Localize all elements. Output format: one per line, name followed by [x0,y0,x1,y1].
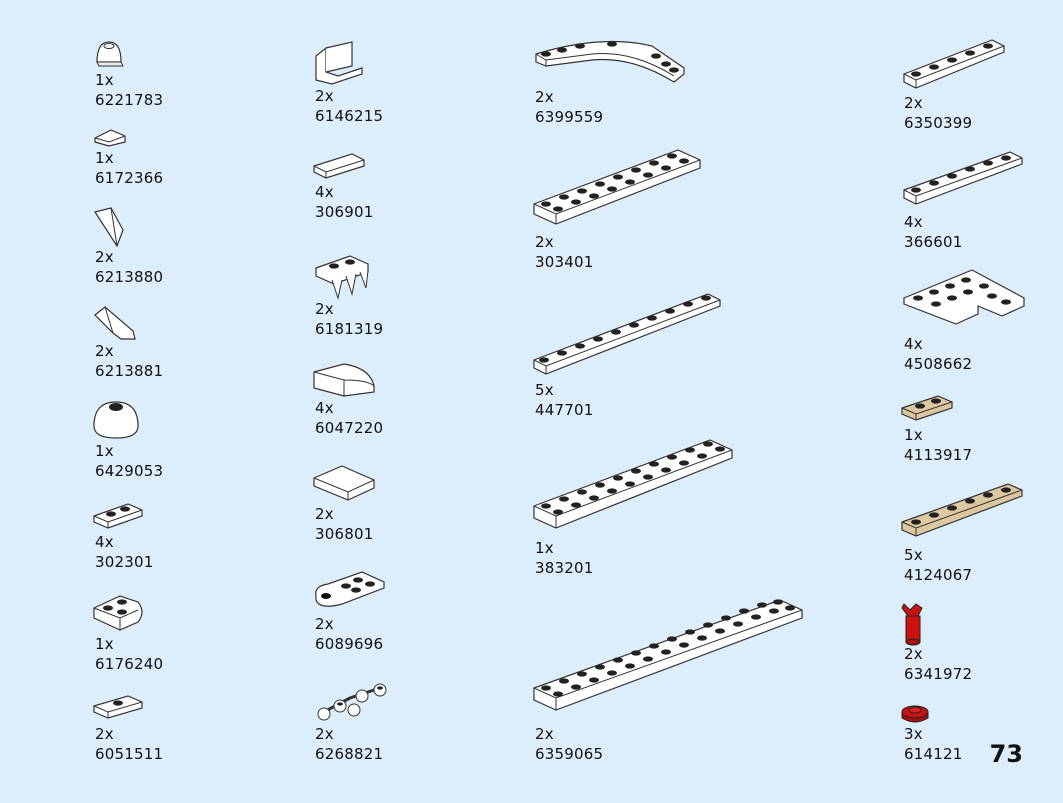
page-number: 73 [989,740,1023,768]
part-quantity: 1x [904,426,923,444]
part-number: 6176240 [95,655,164,673]
tan-plate-1x2-icon [901,395,953,421]
wing-slope-right-icon [94,306,136,340]
part-quantity: 2x [904,94,923,112]
part-quantity: 1x [95,635,114,653]
part-number: 6047220 [315,419,384,437]
part-number: 6213880 [95,268,164,286]
plate-2x10-icon [533,439,733,529]
part-quantity: 2x [95,248,114,266]
red-clip-bar-icon [901,603,923,646]
wing-slope-left-icon [94,207,124,248]
part-number: 4124067 [904,566,973,584]
part-number: 6051511 [95,745,164,763]
part-number: 6429053 [95,462,164,480]
plate-1x6-icon [903,39,1005,89]
wedge-tile-icon [94,129,126,147]
part-quantity: 2x [315,725,334,743]
part-number: 6213881 [95,362,164,380]
plate-with-hole-icon [315,571,385,607]
part-quantity: 2x [904,645,923,663]
part-number: 6172366 [95,169,164,187]
part-quantity: 4x [904,335,923,353]
part-number: 6089696 [315,635,384,653]
part-number: 614121 [904,745,963,763]
part-quantity: 2x [95,725,114,743]
part-number: 6341972 [904,665,973,683]
part-quantity: 2x [535,88,554,106]
part-quantity: 2x [535,725,554,743]
part-quantity: 2x [315,505,334,523]
part-number: 6399559 [535,108,604,126]
part-number: 4508662 [904,355,973,373]
plate-1x2-icon [93,503,143,529]
part-quantity: 4x [904,213,923,231]
part-number: 306901 [315,203,374,221]
bracket-icon [315,41,363,85]
part-quantity: 4x [315,183,334,201]
part-number: 6350399 [904,114,973,132]
part-number: 6268821 [315,745,384,763]
part-number: 383201 [535,559,594,577]
part-number: 6146215 [315,107,384,125]
part-quantity: 3x [904,725,923,743]
plate-1x10-icon [533,293,721,375]
curved-slope-icon [313,363,375,397]
claw-plate-icon [315,255,369,300]
part-number: 447701 [535,401,594,419]
tile-1x4-icon [313,153,365,179]
tile-2x2-icon [313,465,375,501]
part-number: 6221783 [95,91,164,109]
part-number: 303401 [535,253,594,271]
part-number: 6359065 [535,745,604,763]
round-dome-icon [96,41,124,67]
red-round-plate-icon [901,705,929,723]
plate-2x8-icon [533,149,701,225]
l-plate-icon [903,269,1025,325]
part-number: 302301 [95,553,154,571]
part-quantity: 2x [535,233,554,251]
plate-1x6b-icon [903,151,1023,205]
leaf-stem-icon [317,683,387,721]
part-quantity: 5x [535,381,554,399]
jumper-plate-icon [93,695,143,719]
round-corner-plate-icon [93,595,143,631]
part-quantity: 2x [95,342,114,360]
part-quantity: 2x [315,87,334,105]
part-quantity: 1x [95,149,114,167]
plate-2x14-icon [533,599,803,711]
part-number: 6181319 [315,320,384,338]
part-quantity: 1x [535,539,554,557]
dome-brick-icon [93,401,139,439]
part-quantity: 2x [315,300,334,318]
tan-plate-1x6-icon [901,483,1023,537]
part-quantity: 4x [95,533,114,551]
part-quantity: 5x [904,546,923,564]
part-quantity: 4x [315,399,334,417]
part-quantity: 2x [315,615,334,633]
curved-plate-icon [535,40,685,83]
part-quantity: 1x [95,71,114,89]
part-number: 306801 [315,525,374,543]
part-number: 4113917 [904,446,973,464]
part-number: 366601 [904,233,963,251]
part-quantity: 1x [95,442,114,460]
